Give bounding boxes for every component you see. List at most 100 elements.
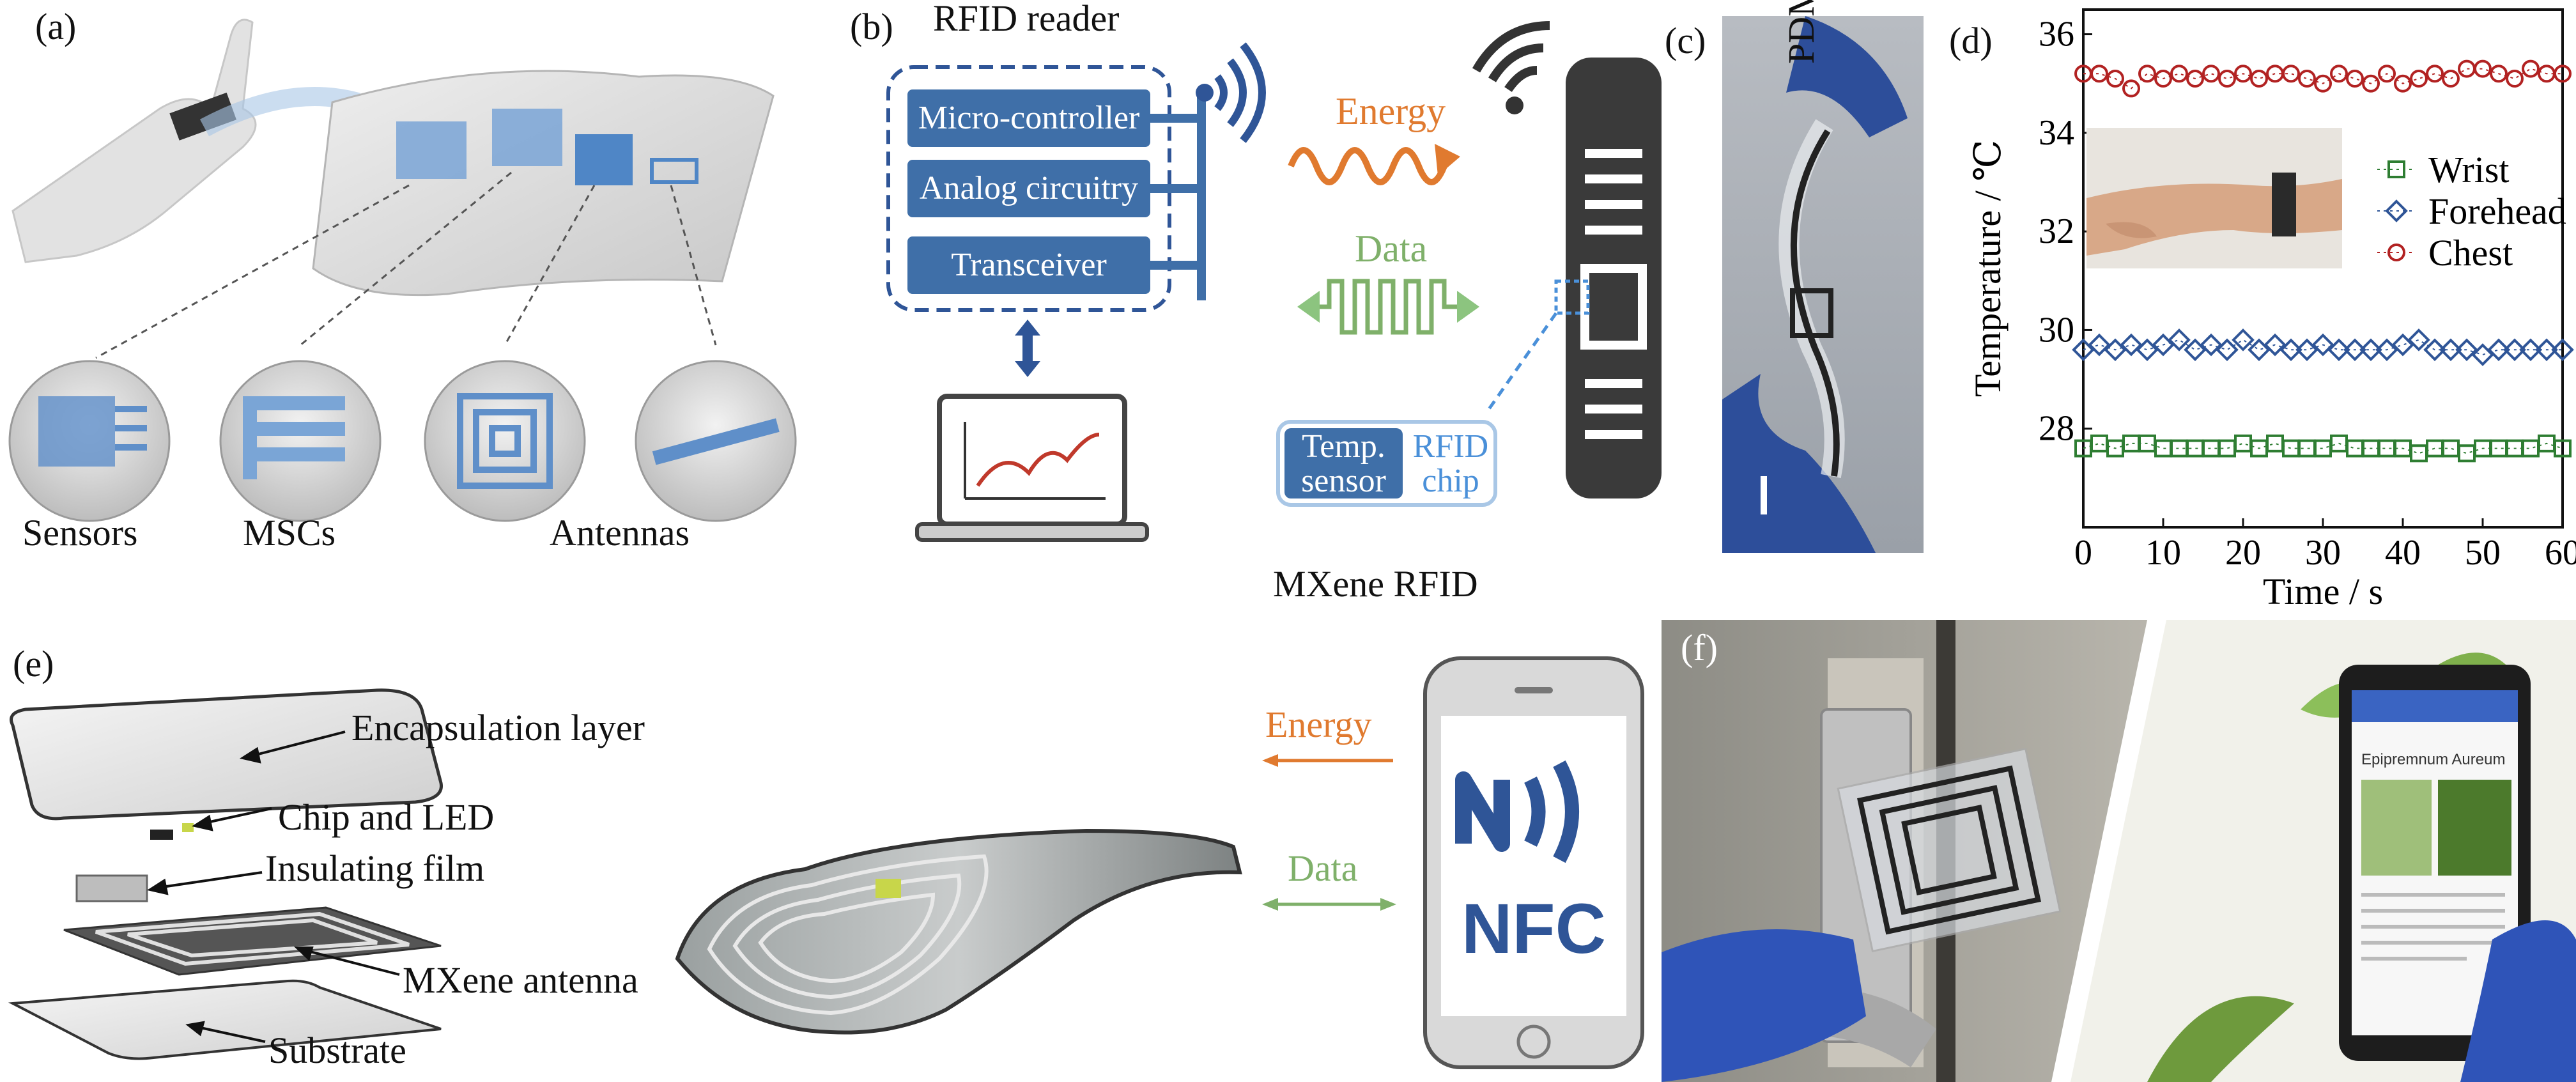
data-point-forehead (2535, 338, 2558, 362)
legend-marker-forehead (2385, 199, 2408, 222)
x-tick-label: 60 (2545, 533, 2576, 573)
nfc-text: NFC (1461, 890, 1607, 968)
data-point-wrist (2458, 444, 2476, 463)
data-point-chest (2106, 70, 2124, 88)
pdms-label: PDMS (1780, 0, 1822, 64)
layer-insulating-film: Insulating film (265, 847, 485, 889)
data-point-chest (2378, 65, 2396, 83)
data-point-wrist (2266, 434, 2284, 452)
data-point-forehead (2519, 338, 2542, 362)
data-point-chest (2442, 70, 2460, 88)
data-point-chest (2170, 65, 2188, 83)
data-point-chest (2490, 65, 2508, 83)
panel-f: (f) Epipremnum Aureum (1662, 620, 2576, 1082)
data-point-chest (2426, 65, 2444, 83)
data-point-chest (2458, 59, 2476, 78)
data-point-forehead (2168, 328, 2191, 352)
block-micro-controller: Micro-controller (918, 100, 1140, 136)
reader-title: RFID reader (933, 0, 1120, 39)
data-point-wrist (2410, 444, 2428, 463)
data-point-wrist (2234, 434, 2252, 452)
x-axis-label: Time / s (2263, 571, 2383, 612)
data-point-wrist (2122, 434, 2140, 452)
x-tick-label: 30 (2305, 533, 2341, 573)
y-tick-label: 32 (2039, 212, 2074, 251)
data-point-forehead (2311, 333, 2334, 357)
y-tick-label: 34 (2039, 113, 2074, 153)
data-point-wrist (2154, 439, 2172, 458)
data-point-chest (2154, 70, 2172, 88)
y-tick-label: 36 (2039, 15, 2074, 54)
y-tick-label: 30 (2039, 310, 2074, 350)
data-point-forehead (2359, 338, 2382, 362)
caption-sensors: Sensors (22, 512, 138, 553)
data-point-chest (2554, 65, 2572, 83)
temp-sensor-label: Temp. sensor (1301, 428, 1386, 499)
data-point-forehead (2407, 328, 2430, 352)
data-point-forehead (2216, 338, 2239, 362)
data-point-forehead (2279, 338, 2302, 362)
x-tick-label: 20 (2225, 533, 2261, 573)
data-point-forehead (2264, 333, 2287, 357)
data-point-wrist (2346, 439, 2364, 458)
data-point-chest (2506, 70, 2524, 88)
data-point-wrist (2522, 439, 2540, 458)
panel-c-label: (c) (1665, 20, 1706, 61)
data-point-forehead (2088, 333, 2111, 357)
data-point-forehead (2343, 338, 2366, 362)
data-point-chest (2138, 65, 2156, 83)
data-point-wrist (2378, 439, 2396, 458)
energy-label: Energy (1336, 90, 1446, 132)
panel-f-label: (f) (1681, 627, 1718, 669)
data-point-forehead (2455, 338, 2478, 362)
data-point-wrist (2490, 439, 2508, 458)
data-point-chest (2522, 59, 2540, 78)
data-point-chest (2218, 70, 2236, 88)
layer-mxene-antenna: MXene antenna (403, 959, 638, 1001)
legend-label-wrist: Wrist (2428, 149, 2510, 190)
data-point-wrist (2314, 439, 2332, 458)
caption-antennas: Antennas (550, 512, 690, 553)
series-line-chest (2083, 68, 2563, 89)
x-tick-label: 40 (2385, 533, 2421, 573)
data-point-chest (2410, 70, 2428, 88)
flexible-device-illustration (8, 19, 797, 522)
data-point-forehead (2423, 338, 2446, 362)
panel-b-label: (b) (850, 6, 893, 47)
wrist-band-inset (2086, 128, 2342, 268)
legend-marker-chest (2387, 243, 2405, 261)
nfc-data-label: Data (1288, 847, 1358, 889)
data-point-forehead (2120, 333, 2143, 357)
pdms-photo (1722, 16, 1924, 553)
mxene-rfid-caption: MXene RFID (1273, 563, 1478, 605)
legend-label-chest: Chest (2428, 232, 2513, 274)
y-axis-label: Temperature / ℃ (1967, 140, 2009, 397)
x-tick-label: 0 (2074, 533, 2092, 573)
data-point-forehead (2551, 338, 2574, 362)
data-point-chest (2202, 65, 2220, 83)
rfid-diagram (886, 21, 1662, 542)
rfid-chip-label: RFID chip (1412, 428, 1489, 499)
layer-chip-led: Chip and LED (278, 796, 495, 838)
data-point-forehead (2503, 338, 2526, 362)
panel-a: (a) (0, 0, 850, 575)
data-point-chest (2282, 65, 2300, 83)
nfc-energy-label: Energy (1265, 704, 1372, 745)
x-tick-label: 10 (2145, 533, 2181, 573)
panel-e: (e) (0, 626, 1662, 1082)
panel-e-label: (e) (13, 643, 54, 684)
series-line-wrist (2083, 442, 2563, 454)
data-point-chest (2250, 70, 2268, 88)
panel-a-label: (a) (35, 6, 77, 47)
y-tick-label: 28 (2039, 409, 2074, 449)
nfc-exploded-view (8, 656, 1644, 1069)
door-and-phone-photo (1662, 620, 2576, 1082)
data-point-chest (2362, 74, 2380, 93)
data-point-forehead (2439, 338, 2462, 362)
phone-heading: Epipremnum Aureum (2361, 751, 2506, 768)
data-point-chest (2122, 79, 2140, 98)
data-point-forehead (2200, 333, 2223, 357)
data-label: Data (1355, 228, 1428, 270)
data-point-forehead (2327, 338, 2350, 362)
